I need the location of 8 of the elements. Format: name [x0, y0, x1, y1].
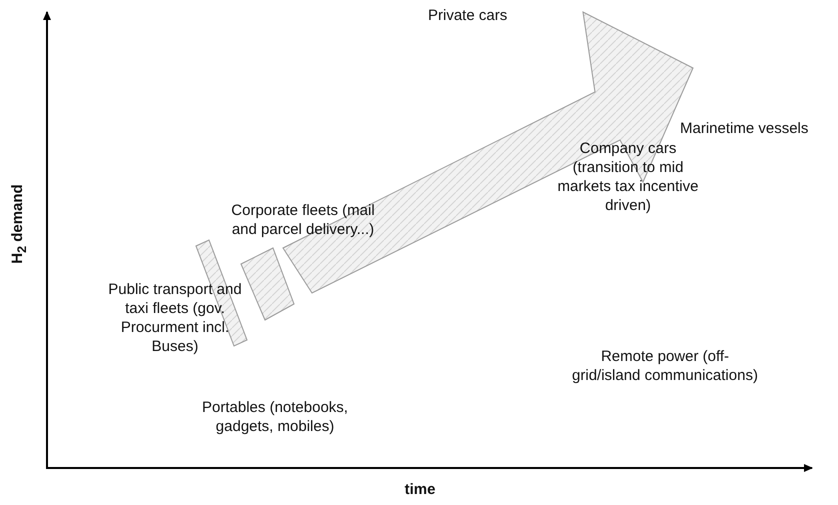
category-label: Corporate fleets (mail and parcel delivery...) — [230, 201, 376, 239]
category-label: Private cars — [428, 6, 508, 25]
category-label: Marinetime vessels — [680, 119, 810, 138]
category-label: Remote power (off-grid/island communications) — [571, 347, 759, 385]
category-label: Public transport and taxi fleets (gov. Procurment incl. Buses) — [107, 280, 243, 356]
axis-title: time — [404, 480, 436, 499]
category-label: Company cars (transition to mid markets tax incentive driven) — [556, 139, 700, 215]
category-label: Portables (notebooks, gadgets, mobiles) — [201, 398, 349, 436]
